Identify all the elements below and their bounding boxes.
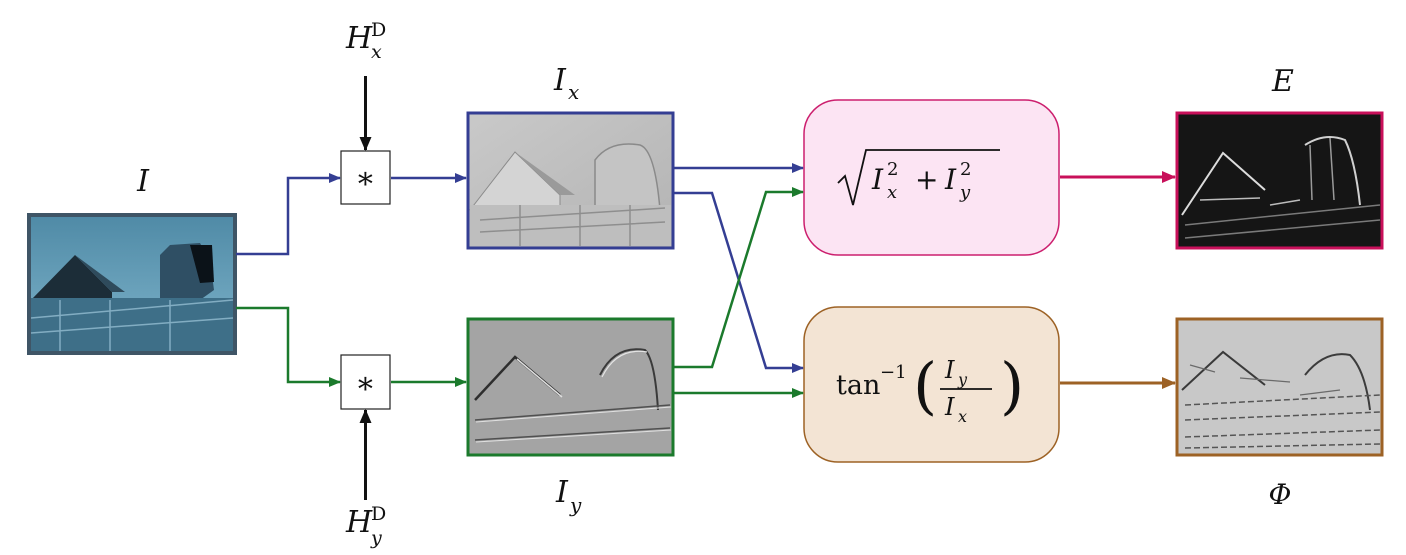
magnitude-formula: I 2 x + I 2 y	[871, 149, 980, 205]
label-ix: I x	[553, 63, 579, 104]
conv-box-bottom: ∗	[340, 354, 391, 410]
conv-box-top: ∗	[340, 150, 391, 205]
angle-numerator: I y	[944, 356, 968, 389]
right-paren: )	[1000, 349, 1024, 422]
label-phase: Φ	[1269, 478, 1292, 511]
arrow-input-to-conv-top	[236, 173, 341, 256]
conv-operator-bottom: ∗	[355, 366, 375, 401]
label-hy: H D y	[345, 493, 396, 549]
iy-image	[466, 317, 675, 457]
arrow-input-to-conv-bottom	[236, 306, 341, 387]
left-paren: (	[913, 349, 937, 422]
sqrt-radical	[837, 149, 1000, 206]
phase-image	[1175, 317, 1384, 457]
label-energy: E	[1271, 64, 1294, 99]
label-hx: H D x	[345, 9, 396, 63]
conv-operator-top: ∗	[355, 161, 375, 196]
angle-denominator: I x	[944, 393, 967, 426]
ix-image	[466, 111, 675, 250]
label-iy: I y	[555, 475, 582, 517]
angle-box: tan −1 ( ) I y I x	[803, 306, 1060, 463]
angle-formula: tan −1	[836, 362, 907, 401]
magnitude-box: I 2 x + I 2 y	[803, 99, 1060, 256]
energy-image	[1175, 111, 1384, 250]
arrow-iy-to-magnitude	[674, 187, 804, 369]
label-input: I	[136, 164, 150, 199]
input-image	[27, 213, 237, 355]
